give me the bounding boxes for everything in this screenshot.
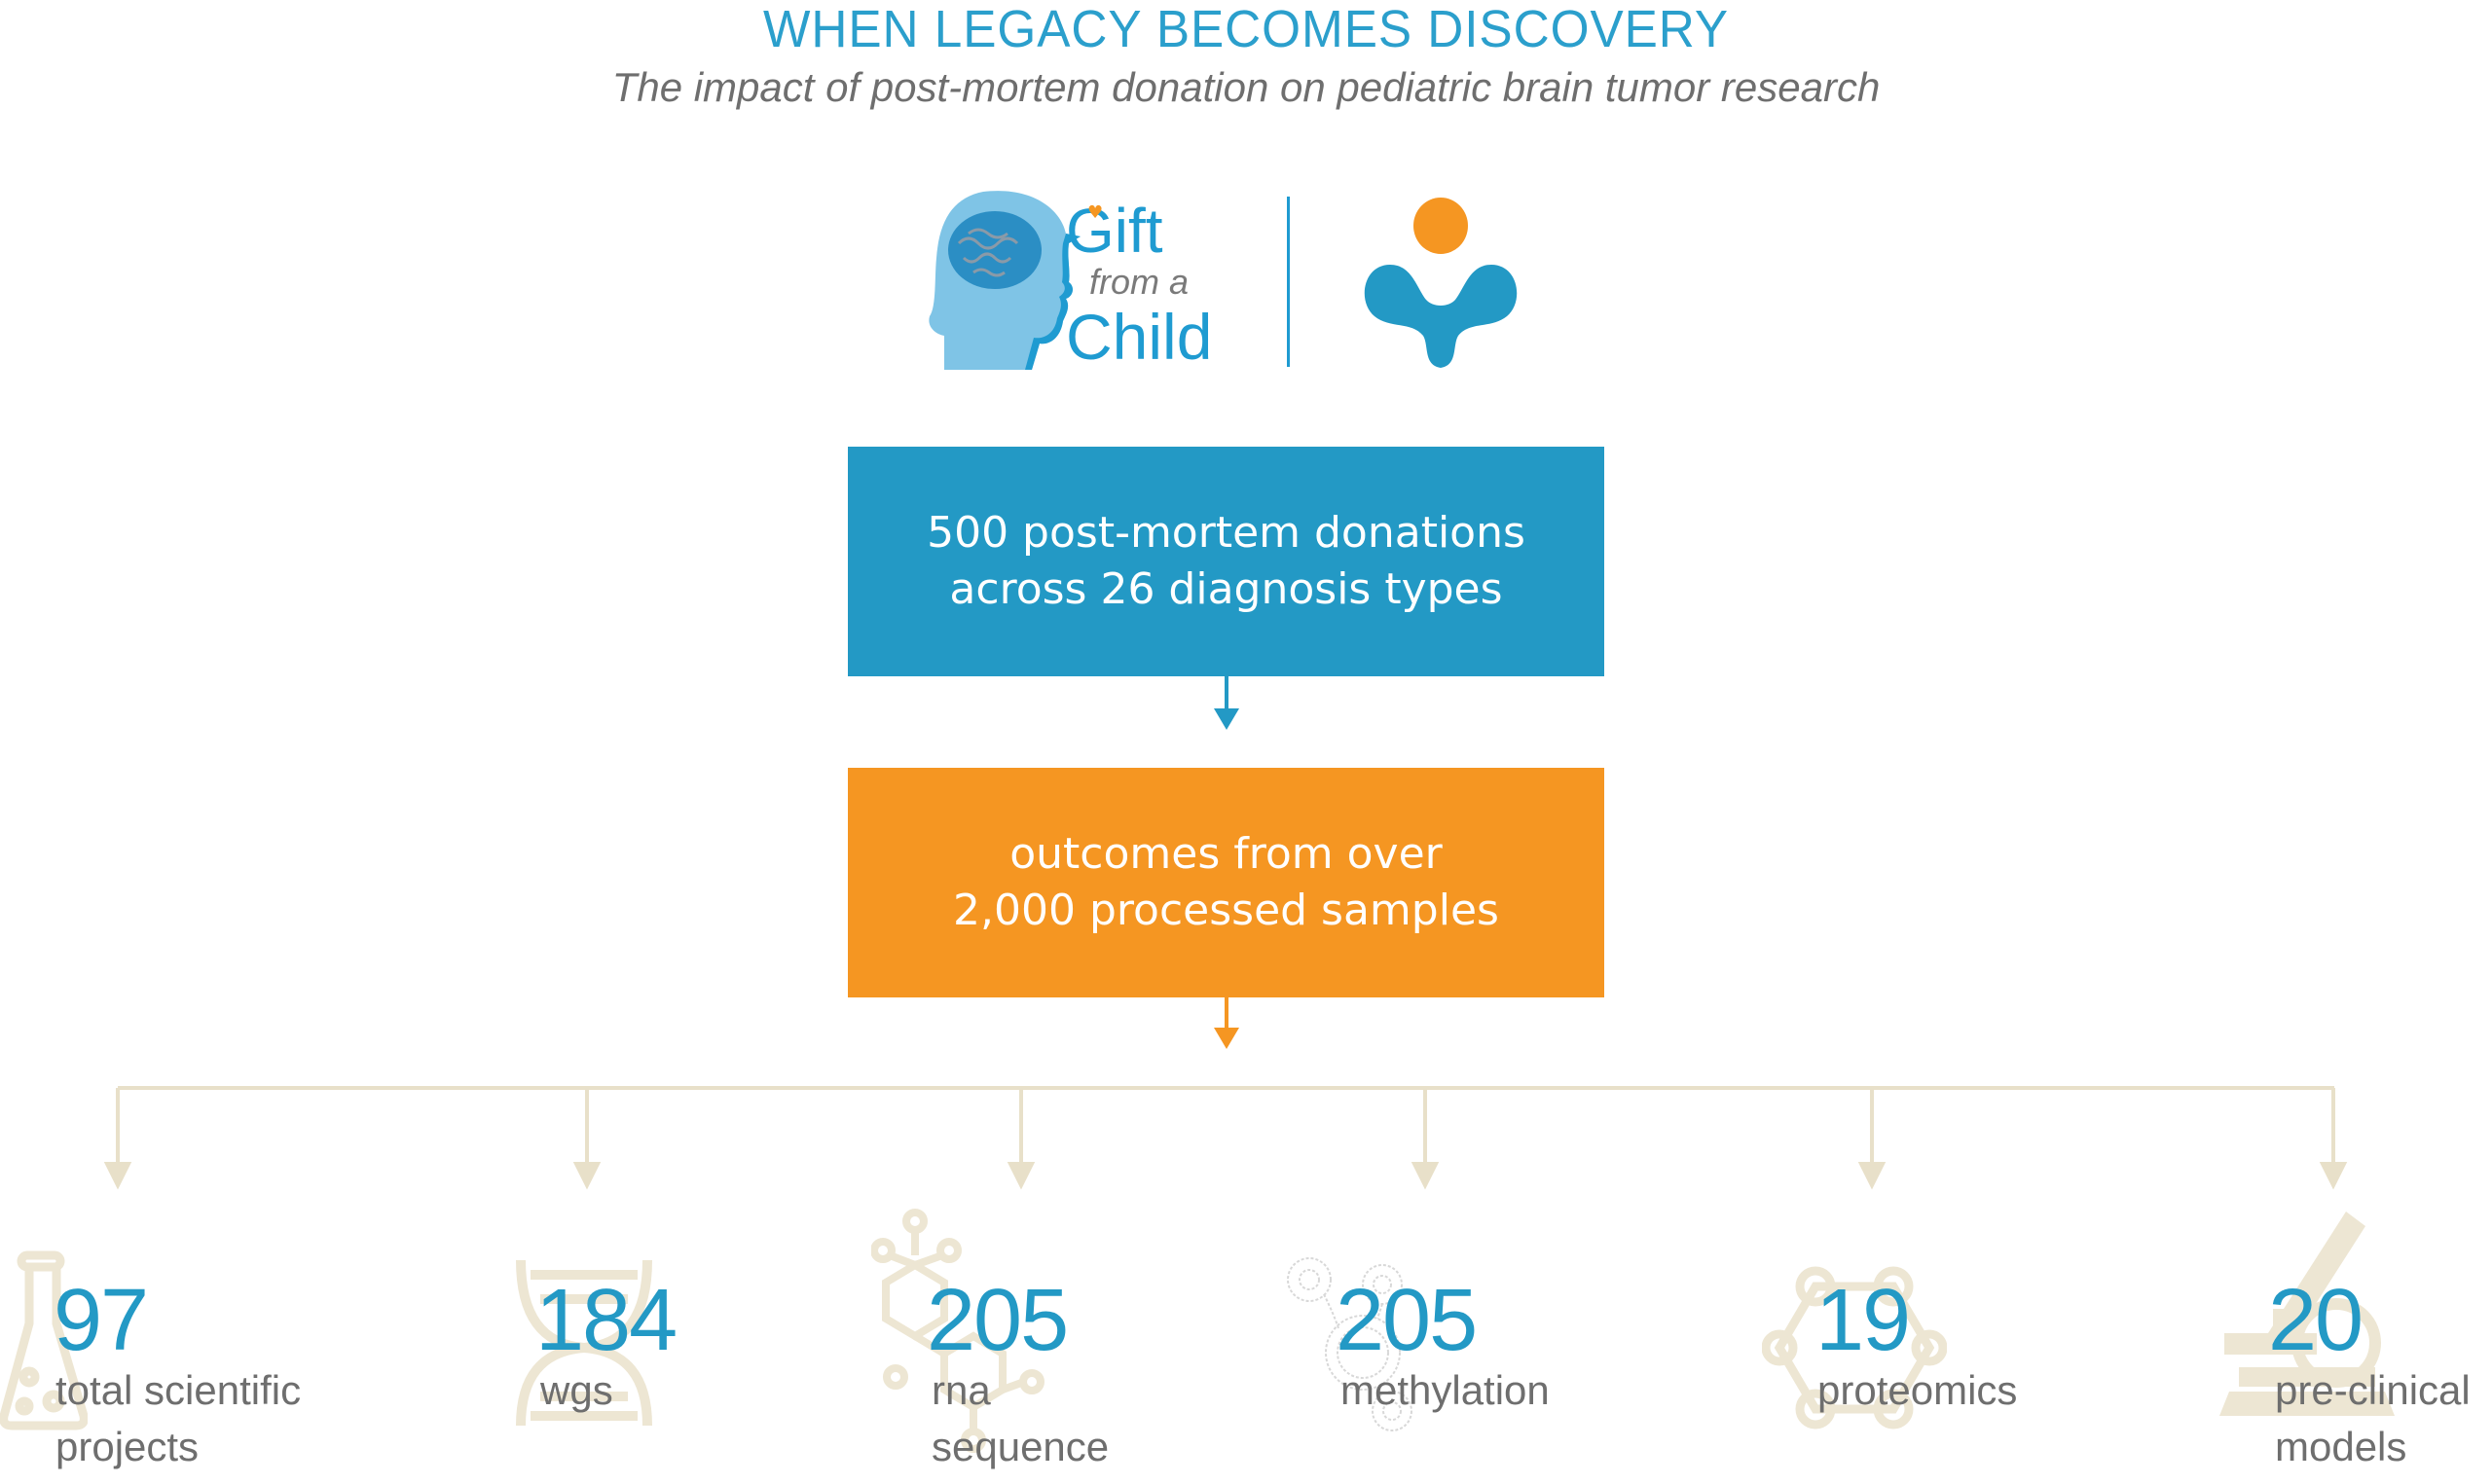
donations-line-1: 500 post-mortem donations (927, 508, 1525, 558)
logo-divider (1287, 197, 1290, 367)
microscope-icon (2219, 1212, 2395, 1416)
child-head-brain-icon (929, 191, 1081, 370)
page-subtitle: The impact of post-mortem donation on pe… (611, 64, 1881, 110)
donations-box: 500 post-mortem donations across 26 diag… (848, 447, 1604, 676)
stat-value-preclinical: 20 (2268, 1272, 2364, 1369)
figure-molecule-logo-icon (1364, 198, 1518, 368)
methyl-circles-icon (1287, 1257, 1412, 1431)
molecule-icon (871, 1209, 1044, 1453)
protein-ring-icon (1762, 1266, 1947, 1430)
heart-icon: ♥ (1087, 202, 1104, 223)
stat-value-methylation: 205 (1336, 1272, 1478, 1369)
logo-line-from: from a (1089, 262, 1190, 302)
stat-label-preclinical: pre-clinical models (2275, 1367, 2471, 1469)
outcomes-line-2: 2,000 processed samples (953, 886, 1499, 935)
page-title: WHEN LEGACY BECOMES DISCOVERY (762, 0, 1730, 58)
donations-line-2: across 26 diagnosis types (949, 564, 1503, 614)
logo-line-gift: Gift (1066, 196, 1163, 266)
stat-label-proteomics: proteomics (1817, 1367, 2018, 1413)
arrow-orange (1214, 997, 1239, 1049)
stat-label-projects: total scientific projects (55, 1367, 302, 1469)
stat-label-rna: rna sequence (932, 1367, 1110, 1469)
flask-icon (0, 1250, 88, 1430)
arrow-blue (1214, 676, 1239, 730)
stat-value-wgs: 184 (535, 1272, 678, 1369)
stat-value-projects: 97 (54, 1272, 149, 1369)
stat-value-rna: 205 (927, 1272, 1069, 1369)
outcomes-line-1: outcomes from over (1009, 829, 1443, 879)
logo-line-child: Child (1066, 301, 1213, 373)
stat-value-proteomics: 19 (1815, 1272, 1911, 1369)
gift-from-a-child-wordmark: Gift from a Child (1066, 199, 1212, 371)
dna-icon (516, 1259, 652, 1427)
outcomes-box: outcomes from over 2,000 processed sampl… (848, 768, 1604, 997)
stat-label-wgs: wgs (540, 1367, 613, 1413)
stat-label-methylation: methylation (1340, 1367, 1550, 1413)
branch-connector (103, 1086, 2348, 1190)
